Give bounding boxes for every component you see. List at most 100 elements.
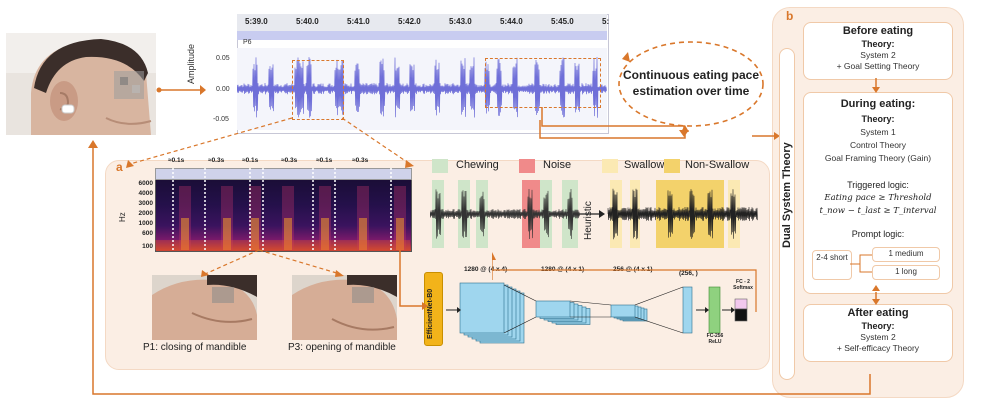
prompt-medium-label: 1 medium [888,249,924,258]
timeline-tick-1: 5:40.0 [296,17,319,26]
spec-hot-3 [284,218,292,250]
spec-ytick-3: 2000 [138,210,153,217]
arrow-photo-to-waveform [156,85,206,95]
timeline-tick-5: 5:44.0 [500,17,523,26]
triggered-formula-2: t_now − t_last ≥ T_interval [819,206,937,216]
spectrogram-header [155,168,412,180]
panel-a-tag: a [116,160,123,174]
after-theory-label: Theory: [861,321,895,331]
connect-line-5 [634,316,684,334]
legend-swallow-label: Swallow [624,159,665,171]
interval-label-3: ≈0.3s [281,157,298,164]
net-block1-label: 1280 @ (4 x 4) [464,266,508,273]
legend-nonswallow-swatch [664,159,680,173]
spec-ytick-4: 1000 [138,220,153,227]
spec-lowband [155,240,410,250]
before-eating-title: Before eating [842,25,914,37]
before-theory-line-1: System 2 [860,50,896,60]
spec-ytick-1: 4000 [138,190,153,197]
during-theory-line-3: Goal Framing Theory (Gain) [824,153,932,163]
connect-line-0 [503,284,537,302]
spec-ytick-0: 6000 [138,180,153,187]
softmax-out-2 [734,308,748,322]
jaw-photo-p1 [152,275,257,340]
p3-caption: P3: opening of mandible [288,342,396,353]
during-theory-line-1: System 1 [860,127,896,137]
prompt-logic-label: Prompt logic: [851,229,905,239]
block2-layer-0 [535,300,571,318]
after-theory-line-1: System 2 [860,332,896,342]
legend-chewing-swatch [432,159,448,173]
connect-line-1 [503,316,537,334]
before-eating-box [803,22,953,80]
spec-hot-0 [181,218,189,250]
spectrogram [155,178,412,252]
net-vector-label: (256, ) [679,270,698,277]
waveform-trace [237,57,607,118]
spec-ytick-5: 600 [142,230,153,237]
spec-hot-6 [396,218,404,250]
spec-hot-2 [251,218,259,250]
cnn-architecture [446,282,748,344]
net-softmax-label: FC - 2 Softmax [733,279,753,291]
person-with-earbud-photo [6,33,156,135]
legend-noise-label: Noise [543,159,572,171]
interval-label-4: ≈0.1s [316,157,333,164]
feedback-loop-line [88,140,871,395]
timeline-tick-7: 5: [602,17,610,26]
spectrogram-to-photos-arrows [201,249,344,277]
during-eating-title: During eating: [840,98,916,110]
raw-signal-trace [430,188,580,240]
spec-hot-5 [359,218,367,250]
y-tick-2: -0.05 [213,116,229,123]
interval-label-5: ≈0.3s [352,157,369,164]
y-axis-label: Amplitude [186,43,196,84]
spectrogram-markers [172,168,392,250]
dual-system-label: Dual System Theory [781,142,793,248]
segmented-signal-trace [607,188,758,240]
heuristic-arrow [579,210,605,218]
panel-b-tag: b [786,9,794,23]
waveform-signal [237,57,607,118]
after-eating-title: After eating [847,307,909,319]
prompt-short-label: 2-4 short [816,253,848,262]
spec-hot-1 [223,218,231,250]
interval-label-2: ≈0.1s [242,157,259,164]
legend-chewing-label: Chewing [456,159,499,171]
spectrogram-energy [155,186,410,250]
p1-caption: P1: closing of mandible [143,342,247,353]
track-label: P6 [243,39,252,46]
prompt-short-box [812,250,852,280]
continuous-estimation-label: Continuous eating pace estimation over t… [622,68,759,98]
timeline-tick-4: 5:43.0 [449,17,472,26]
efficientnet-backbone [424,272,443,346]
spec-ytick-2: 3000 [138,200,153,207]
prompt-medium-box [872,247,940,262]
continuous-estimation-ellipse [618,41,764,127]
spec-ytick-6: 100 [142,243,153,250]
timeline-tick-3: 5:42.0 [398,17,421,26]
input-arrowhead [457,307,461,313]
timeline-tick-2: 5:41.0 [347,17,370,26]
prompt-long-label: 1 long [895,267,917,276]
y-tick-0: 0.05 [216,55,230,62]
legend-nonswallow-label: Non-Swallow [685,159,750,171]
during-theory-label: Theory: [861,114,895,124]
spectrogram-to-net-arrow [399,250,428,310]
interval-label-0: ≈0.1s [168,157,185,164]
softmax-arrowhead [731,307,735,313]
after-theory-line-2: + Self-efficacy Theory [836,343,920,353]
legend-noise-swatch [519,159,535,173]
block3-layer-0 [610,304,636,318]
timeline-tick-0: 5:39.0 [245,17,268,26]
before-theory-line-2: + Goal Setting Theory [836,61,920,71]
triggered-logic-label: Triggered logic: [847,180,909,190]
prompt-branch-lines [850,254,872,273]
legend-swallow-swatch [602,159,618,173]
after-eating-box [803,304,953,362]
net-fc-label: FC-256 ReLU [706,333,724,345]
y-tick-1: 0.00 [216,86,230,93]
dual-system-bar [779,48,795,380]
timeline-tick-6: 5:45.0 [551,17,574,26]
fc-arrowhead [705,307,709,313]
